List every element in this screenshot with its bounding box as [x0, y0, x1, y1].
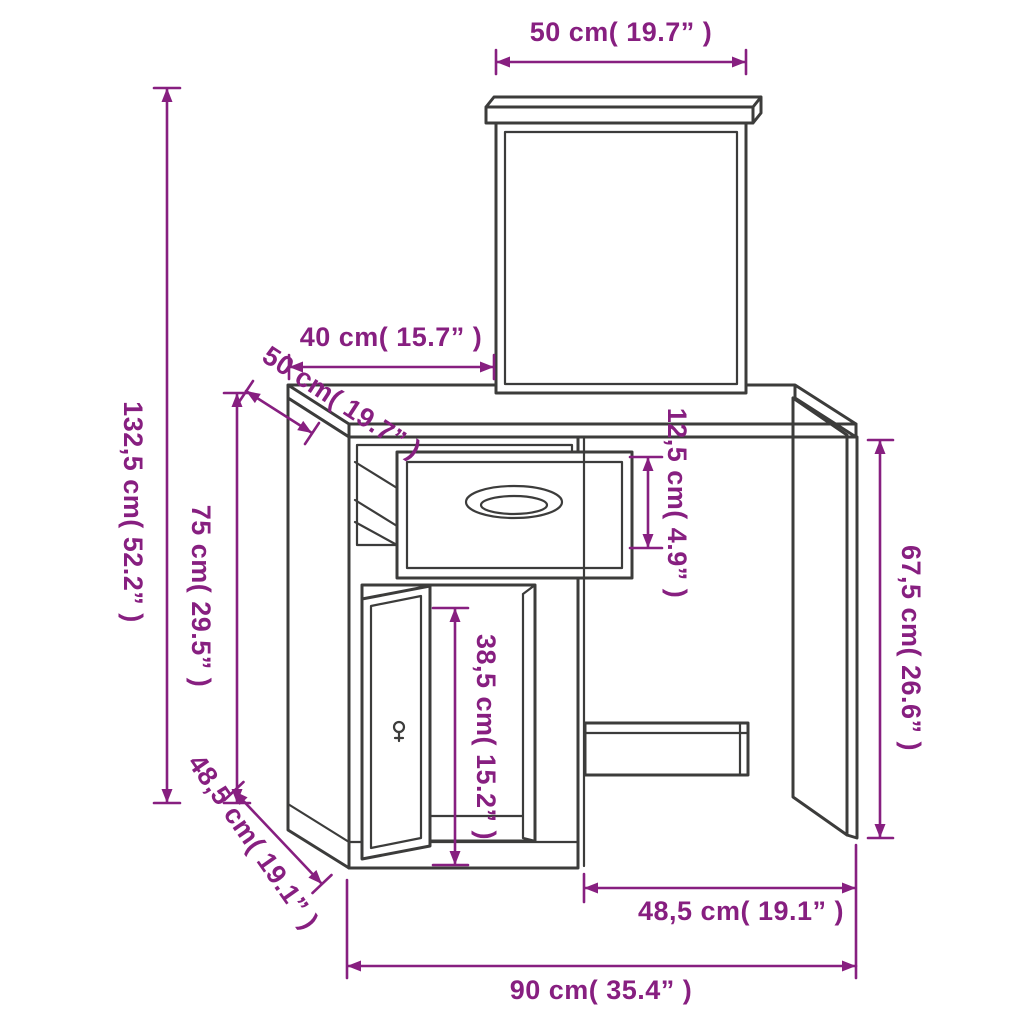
dimension-label-mirror-width: 50 cm( 19.7” )	[530, 17, 713, 47]
dimension-label-desk-left-width: 40 cm( 15.7” )	[300, 322, 483, 352]
back-stretcher	[583, 721, 750, 777]
dimension-arrowheads	[234, 791, 322, 884]
mirror-top-rail	[484, 95, 763, 125]
drawer-inner-border	[405, 460, 624, 570]
dimension-line	[222, 391, 252, 805]
dimension-total-height: 132,5 cm( 52.2” )	[118, 86, 182, 805]
dimension-arrowheads	[246, 391, 312, 433]
dimension-label-total-height: 132,5 cm( 52.2” )	[118, 401, 148, 623]
cabinet-side-panel	[286, 396, 351, 870]
mirror-frame	[494, 121, 748, 395]
dimension-line	[345, 878, 858, 980]
dimension-drawer-height: 12,5 cm( 4.9” )	[628, 408, 692, 599]
dimension-cabinet-inner-height: 38,5 cm( 15.2” )	[431, 606, 501, 867]
dimension-line	[152, 86, 182, 805]
dimension-label-total-width: 90 cm( 35.4” )	[510, 975, 693, 1005]
drawer-handle-recess	[479, 494, 549, 516]
drawer-handle	[464, 484, 564, 520]
door-inner-border	[369, 594, 423, 850]
dimension-knee-space-width: 48,5 cm( 19.1” )	[582, 843, 858, 980]
dimension-desk-height: 75 cm( 29.5” )	[186, 391, 252, 805]
dimension-line	[866, 438, 895, 840]
back-stretcher-detail	[583, 721, 750, 777]
dimension-label-knee-space-width: 48,5 cm( 19.1” )	[638, 896, 844, 926]
dressing-table-drawing	[286, 95, 859, 870]
dimension-label-clearance-height: 67,5 cm( 26.6” )	[896, 545, 926, 751]
dimension-label-cabinet-inner-height: 38,5 cm( 15.2” )	[471, 634, 501, 840]
mirror-inner-frame	[503, 130, 739, 386]
drawer-slide-rails	[353, 460, 399, 547]
dimension-line	[628, 455, 664, 550]
dimension-label-desk-height: 75 cm( 29.5” )	[186, 505, 216, 688]
dimension-label-drawer-height: 12,5 cm( 4.9” )	[662, 408, 692, 599]
right-side-panel	[791, 396, 859, 840]
dimension-line	[431, 606, 470, 867]
dimension-mirror-width: 50 cm( 19.7” )	[494, 17, 748, 76]
cabinet-interior	[360, 583, 537, 843]
dimension-clearance-height: 67,5 cm( 26.6” )	[866, 438, 926, 840]
door-key-shaft	[393, 730, 405, 743]
dimension-total-width: 90 cm( 35.4” )	[345, 878, 858, 1005]
dimension-desk-left-width: 40 cm( 15.7” )	[287, 322, 496, 381]
dimension-line	[494, 48, 748, 76]
